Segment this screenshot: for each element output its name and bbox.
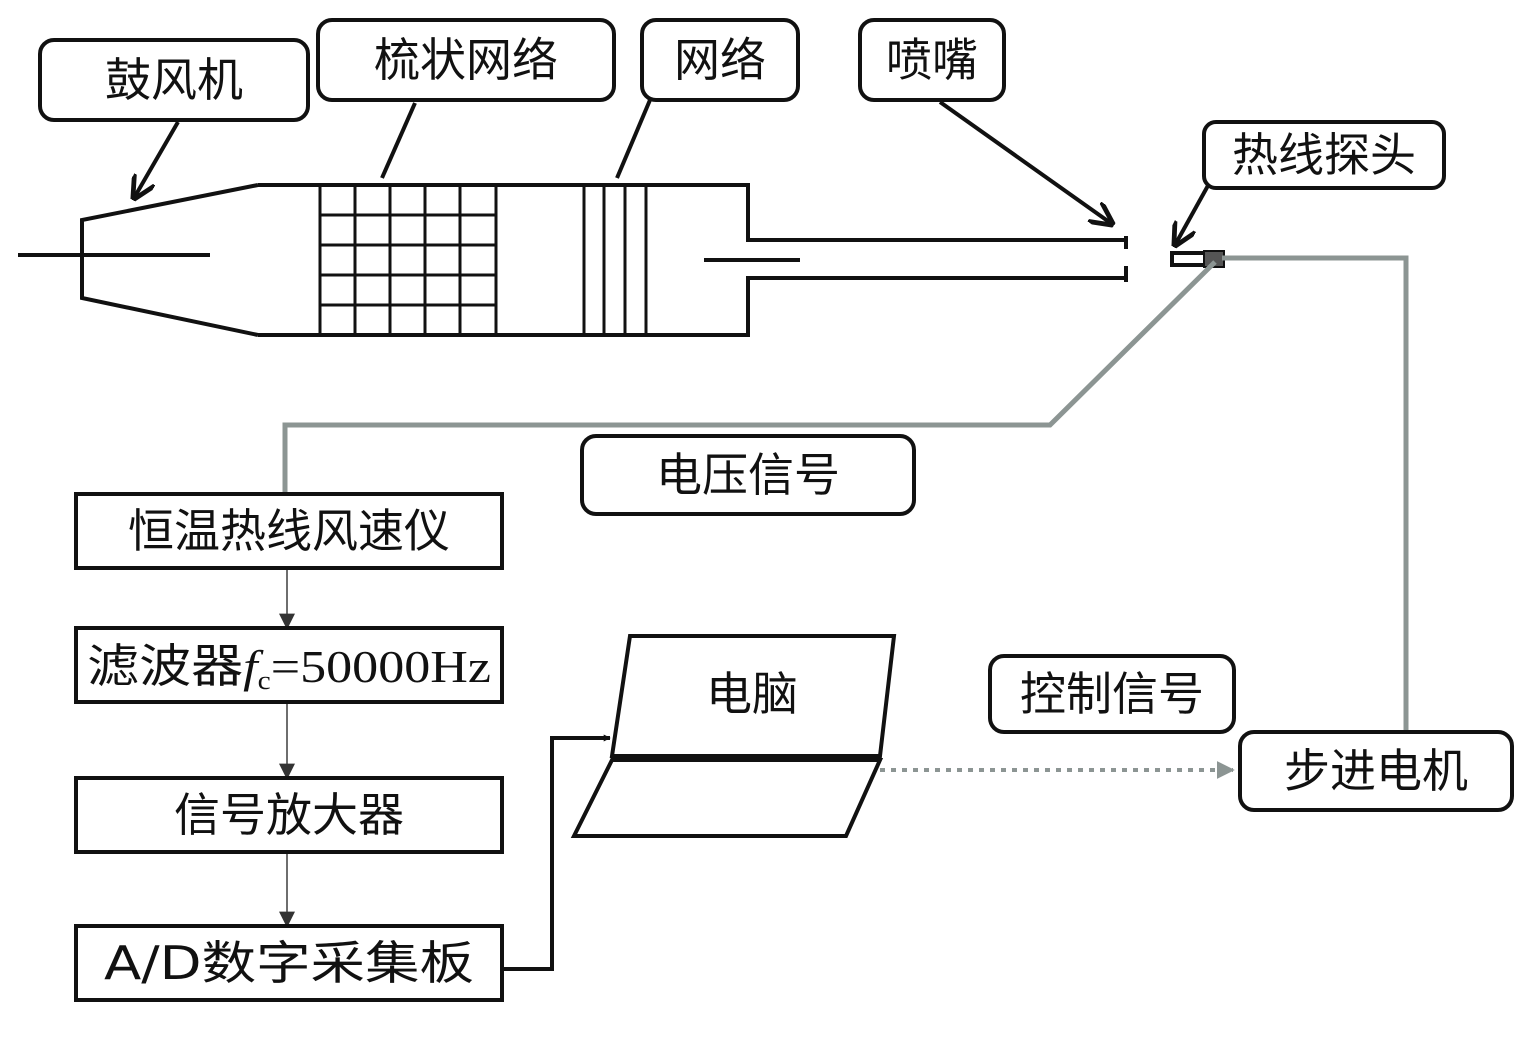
label-hotwire-probe: 热线探头 bbox=[1202, 120, 1446, 190]
tunnel-lower-wall bbox=[258, 276, 1128, 337]
stepper-motor-box: 步进电机 bbox=[1238, 730, 1514, 812]
comb-mesh-pointer bbox=[380, 102, 417, 179]
tunnel-upper-wall bbox=[258, 183, 1128, 242]
ad-board-box: A/D数字采集板 bbox=[74, 924, 504, 1002]
label-pointers bbox=[134, 99, 1212, 245]
label-comb-mesh: 梳状网络 bbox=[316, 18, 616, 102]
svg-text:A/D数字采集板: A/D数字采集板 bbox=[104, 936, 474, 990]
probe-pointer bbox=[1175, 181, 1212, 245]
comb-mesh-grid bbox=[318, 183, 498, 337]
svg-text:梳状网络: 梳状网络 bbox=[374, 33, 558, 87]
computer-laptop: 电脑 bbox=[570, 634, 897, 838]
label-control-signal: 控制信号 bbox=[988, 654, 1236, 734]
mesh-screens bbox=[582, 185, 648, 335]
amplifier-box: 信号放大器 bbox=[74, 776, 504, 854]
mesh-pointer bbox=[615, 99, 652, 179]
label-nozzle: 喷嘴 bbox=[858, 18, 1006, 102]
svg-text:恒温热线风速仪: 恒温热线风速仪 bbox=[128, 504, 450, 558]
laptop-base bbox=[570, 758, 884, 838]
label-voltage-signal: 电压信号 bbox=[580, 434, 916, 516]
label-blower: 鼓风机 bbox=[38, 38, 310, 122]
hotwire-probe-body bbox=[1170, 250, 1225, 268]
probe-traverse-wire bbox=[1222, 255, 1409, 732]
anemometer-box: 恒温热线风速仪 bbox=[74, 492, 504, 570]
voltage-signal-wire bbox=[282, 260, 1217, 494]
svg-text:鼓风机: 鼓风机 bbox=[105, 53, 243, 107]
signal-wires bbox=[282, 255, 1409, 971]
wind-tunnel bbox=[18, 183, 1225, 337]
svg-text:电脑: 电脑 bbox=[706, 667, 798, 721]
svg-text:喷嘴: 喷嘴 bbox=[886, 33, 978, 87]
nozzle-pointer bbox=[938, 100, 1112, 224]
svg-text:网络: 网络 bbox=[674, 33, 766, 87]
svg-text:信号放大器: 信号放大器 bbox=[174, 788, 404, 842]
svg-text:控制信号: 控制信号 bbox=[1020, 667, 1204, 721]
blower-inlet-cone bbox=[80, 183, 259, 337]
svg-text:热线探头: 热线探头 bbox=[1232, 128, 1416, 182]
ad-to-computer-line bbox=[502, 734, 611, 971]
label-mesh: 网络 bbox=[640, 18, 800, 102]
blower-pointer bbox=[134, 120, 180, 198]
svg-text:电压信号: 电压信号 bbox=[656, 448, 840, 502]
laptop-screen bbox=[609, 634, 897, 758]
svg-text:步进电机: 步进电机 bbox=[1284, 744, 1468, 798]
